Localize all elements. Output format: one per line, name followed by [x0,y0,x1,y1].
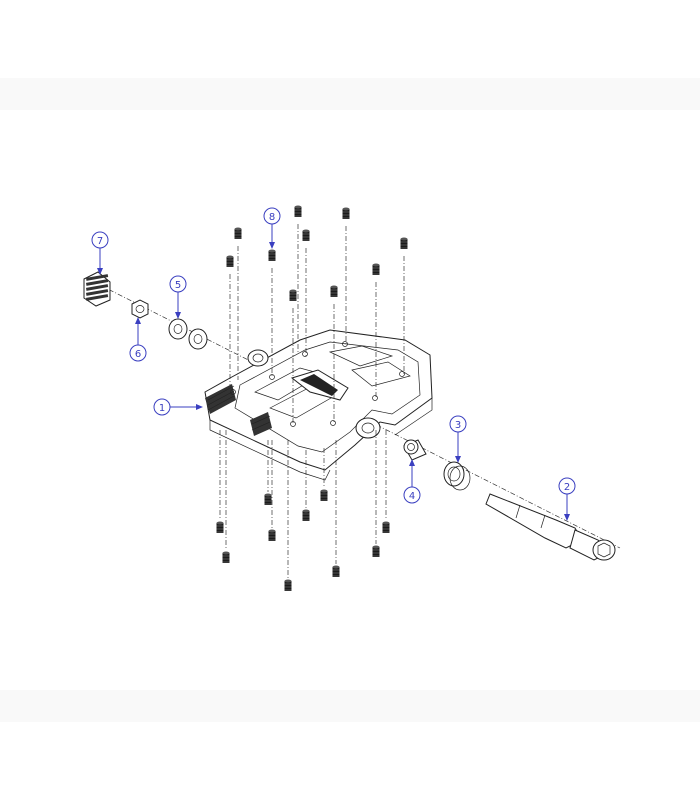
traction-pin [216,521,224,533]
pin-holes [230,341,405,427]
traction-pin [294,205,302,217]
traction-pin [264,493,272,505]
callout-2: 2 [558,477,576,495]
callout-3-label: 3 [455,420,461,431]
pedal-body [204,329,433,481]
callout-2-label: 2 [564,482,570,493]
callout-1-label: 1 [159,403,165,414]
callout-6: 6 [129,344,147,362]
callout-7: 7 [91,231,109,249]
callout-8-label: 8 [269,212,275,223]
traction-pin [372,263,380,275]
seal-ring [443,461,471,491]
traction-pin [234,227,242,239]
pin-centerlines [219,224,405,578]
traction-pin [268,249,276,261]
background-band-top [0,78,700,110]
callout-8: 8 [263,207,281,225]
traction-pin [302,229,310,241]
traction-pin [268,529,276,541]
leader-lines [97,224,570,521]
callout-7-label: 7 [97,236,103,247]
traction-pin [226,255,234,267]
pedal-knurling-front [250,412,272,436]
callout-6-label: 6 [135,349,141,360]
callout-4: 4 [403,486,421,504]
traction-pin [330,285,338,297]
traction-pin [284,579,292,591]
bushing [403,439,427,461]
traction-pin [289,289,297,301]
callout-5-label: 5 [175,280,181,291]
traction-pin [222,551,230,563]
callout-3: 3 [449,415,467,433]
callout-1: 1 [153,398,171,416]
callout-5: 5 [169,275,187,293]
traction-pin [372,545,380,557]
traction-pin [302,509,310,521]
background-band-bottom [0,690,700,722]
traction-pin [400,237,408,249]
end-cap [83,271,111,307]
callout-4-label: 4 [409,491,415,502]
traction-pin [320,489,328,501]
axle [485,493,616,561]
traction-pins-bottom [216,489,390,591]
bearings [168,318,208,350]
traction-pin [382,521,390,533]
traction-pin [342,207,350,219]
lock-nut [131,299,149,319]
traction-pin [332,565,340,577]
traction-pins-top [226,205,408,301]
